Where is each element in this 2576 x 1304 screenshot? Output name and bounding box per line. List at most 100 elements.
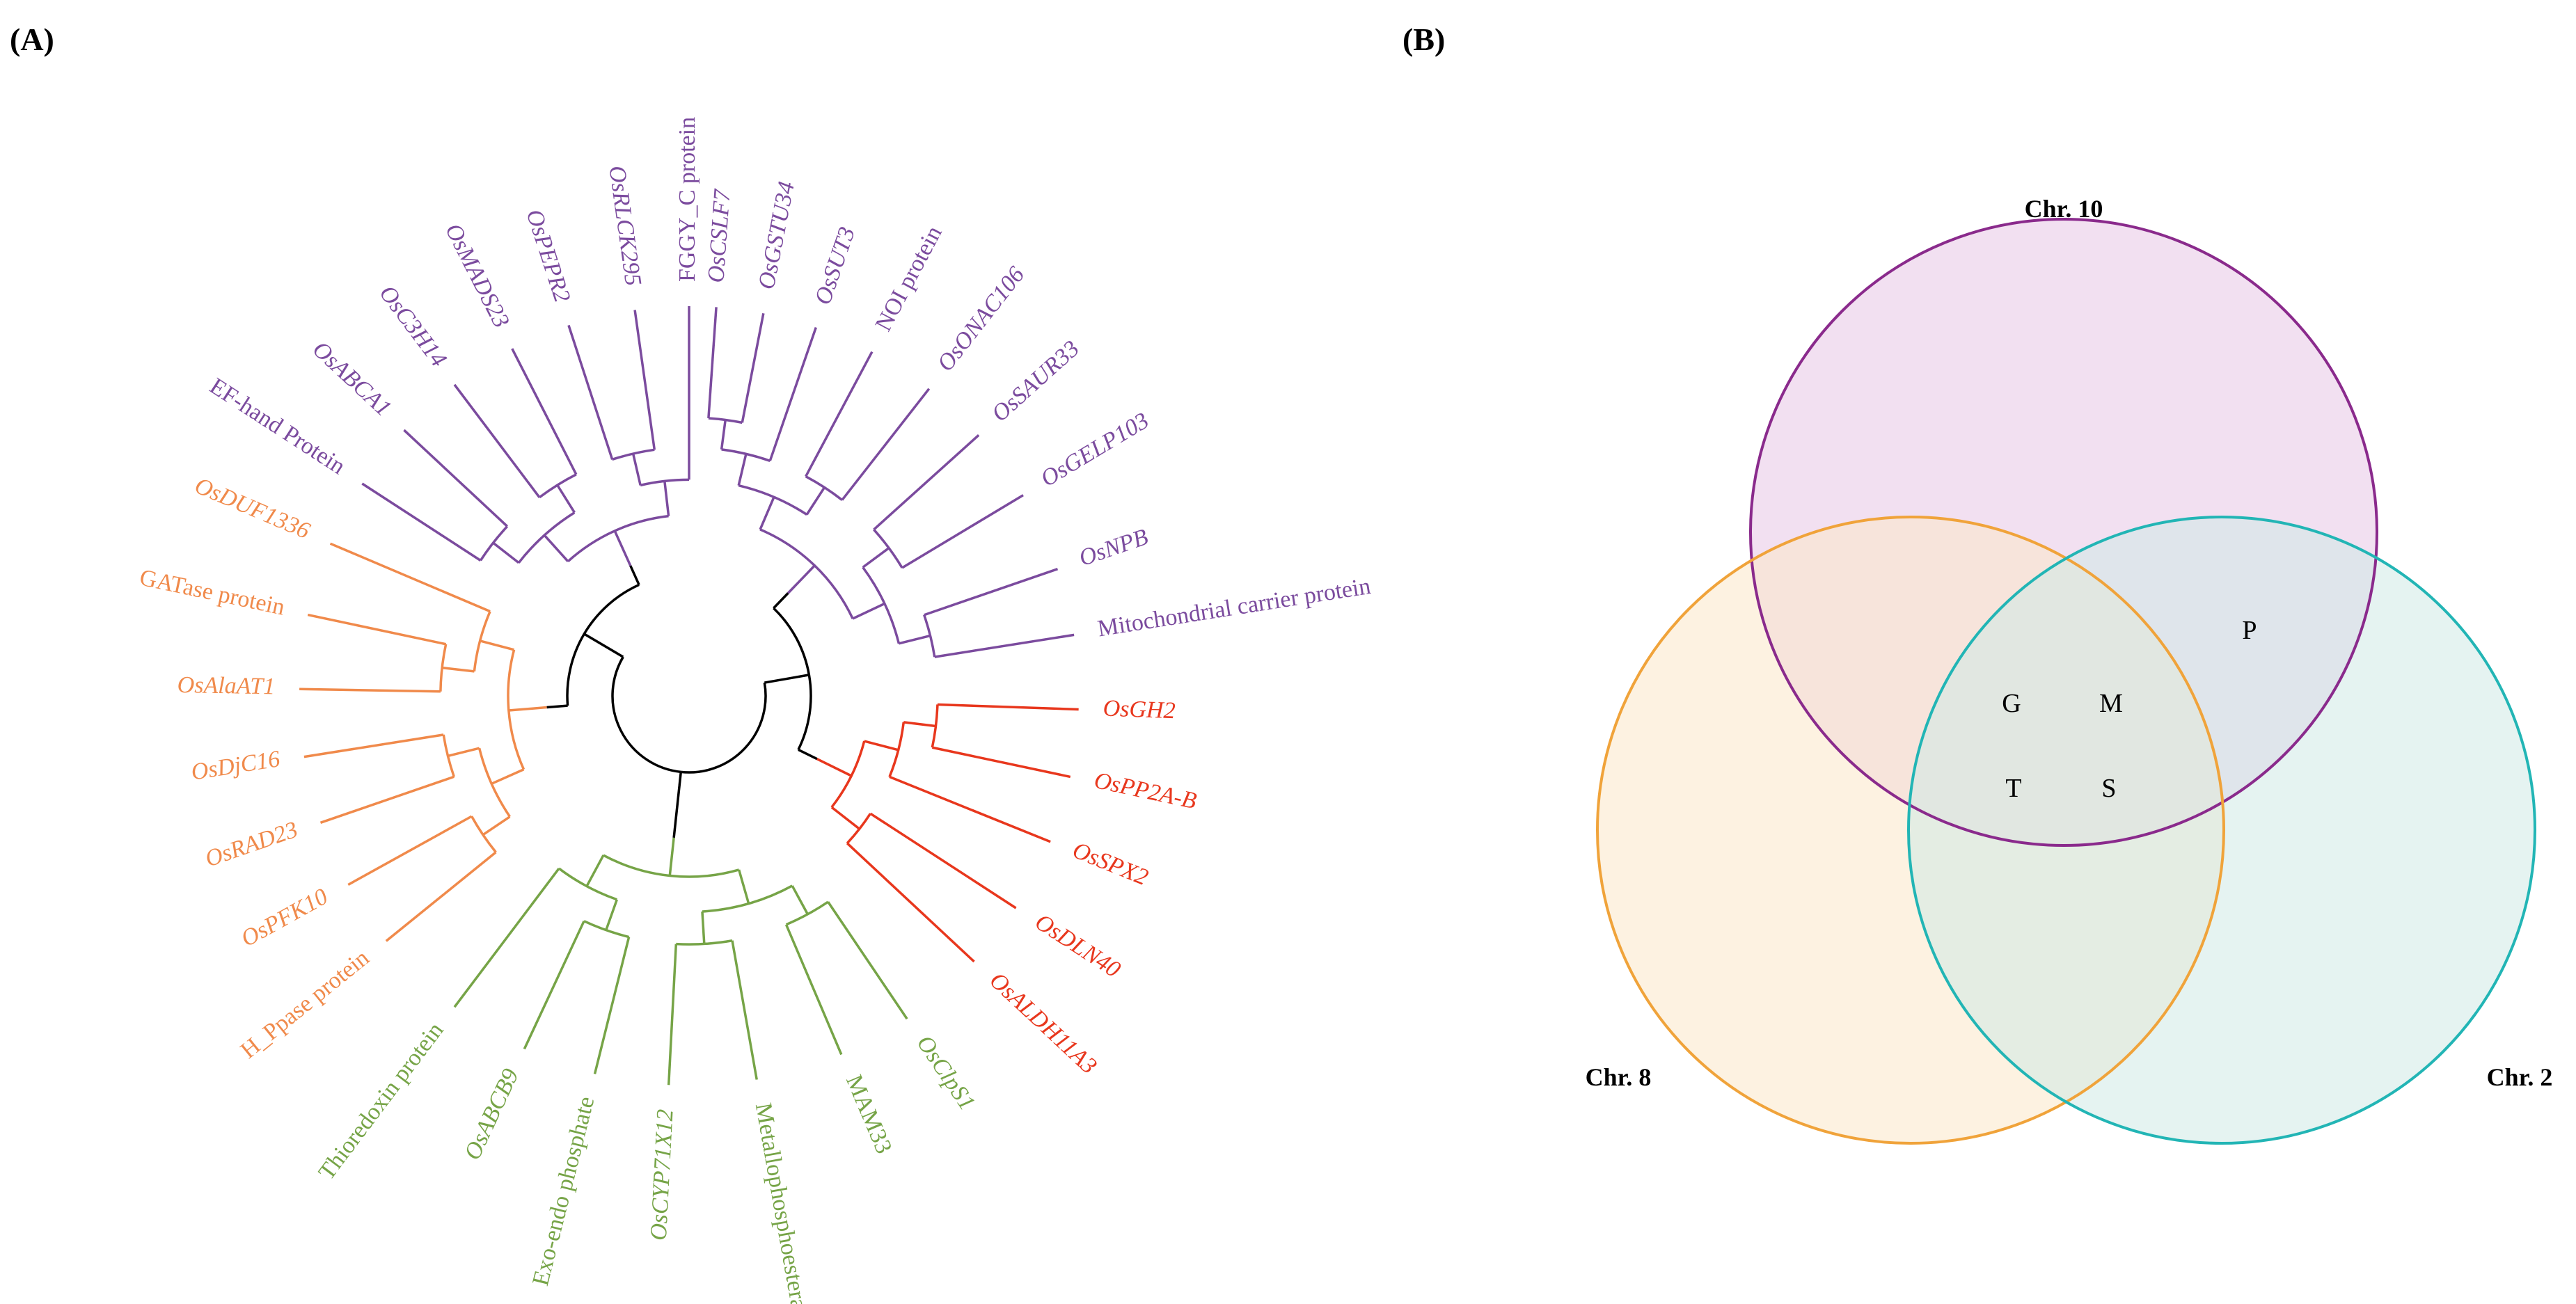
tree-branch xyxy=(873,434,980,531)
tree-leaf-label: OsSPX2 xyxy=(1069,837,1152,891)
tree-branch xyxy=(787,564,816,594)
tree-leaf-label: MAM33 xyxy=(841,1071,897,1157)
tree-branch xyxy=(731,940,758,1080)
tree-branch xyxy=(764,674,809,684)
tree-leaf-label: Metallophosphoesterase xyxy=(750,1101,815,1304)
tree-branch xyxy=(841,388,931,501)
tree-leaf-label: OsNPB xyxy=(1076,524,1152,571)
tree-branch xyxy=(667,944,678,1086)
venn-fill-chr2 xyxy=(1909,517,2535,1143)
tree-branch xyxy=(672,786,681,838)
tree-branch xyxy=(898,634,931,645)
tree-branch xyxy=(299,687,441,693)
tree-branch xyxy=(924,568,1059,617)
tree-leaf-label: OsGSTU34 xyxy=(754,180,800,292)
venn-item-all-three: G xyxy=(2002,689,2021,718)
tree-leaf-label: OsDjC16 xyxy=(189,746,282,786)
tree-branch xyxy=(830,806,860,830)
tree-branch xyxy=(453,383,541,498)
tree-branch xyxy=(931,746,1071,779)
tree-branch xyxy=(791,885,809,915)
tree-branch xyxy=(663,481,670,516)
tree-branch xyxy=(864,740,899,752)
tree-leaf-label: OsPEPR2 xyxy=(521,206,576,305)
venn-circle-chr2 xyxy=(1907,516,2536,1145)
tree-branch xyxy=(798,748,818,761)
tree-branch xyxy=(759,496,775,530)
tree-leaf-label: OsDLN40 xyxy=(1030,909,1125,983)
tree-branch xyxy=(701,911,706,944)
tree-branch xyxy=(702,884,793,913)
tree-branch xyxy=(678,772,683,786)
venn-item-all-three: S xyxy=(2101,774,2116,803)
tree-branch xyxy=(442,734,455,777)
tree-branch xyxy=(862,547,890,568)
tree-branch xyxy=(846,842,975,963)
tree-branch xyxy=(869,812,1017,909)
tree-branch xyxy=(508,706,547,712)
tree-branch xyxy=(613,530,632,566)
tree-branch xyxy=(593,937,631,1074)
tree-branch xyxy=(319,775,455,824)
tree-branch xyxy=(567,514,669,563)
tree-branch xyxy=(631,453,642,486)
venn-label-chr10: Chr. 10 xyxy=(2025,195,2103,223)
tree-leaf-label: OsDUF1336 xyxy=(191,472,313,544)
tree-branch xyxy=(903,721,936,728)
tree-branch xyxy=(303,733,444,758)
tree-branch xyxy=(347,815,473,886)
tree-leaf-label: OsSAUR33 xyxy=(987,335,1084,427)
tree-leaf-label: OsMADS23 xyxy=(440,219,514,332)
tree-branch xyxy=(720,420,727,450)
panel-a-label: (A) xyxy=(10,22,54,57)
tree-branch xyxy=(361,482,482,562)
tree-leaf-label: OsONAC106 xyxy=(933,262,1030,376)
tree-branches xyxy=(299,306,1079,1086)
tree-leaf-label: OsGELP103 xyxy=(1036,408,1153,492)
tree-branch xyxy=(482,816,511,836)
panel-b-label: (B) xyxy=(1402,22,1445,57)
tree-branch xyxy=(827,901,908,1020)
tree-branch xyxy=(491,768,525,785)
venn-item-all-three: T xyxy=(2005,774,2021,803)
venn-label-chr8: Chr. 8 xyxy=(1586,1063,1652,1091)
venn-circle-chr8 xyxy=(1596,516,2225,1145)
tree-branch xyxy=(329,542,491,613)
tree-branch xyxy=(543,534,569,562)
tree-leaf-label: FGGY_C protein xyxy=(674,117,700,282)
tree-leaf-label: OsRLCK295 xyxy=(603,164,646,287)
tree-leaf-label: OsPFK10 xyxy=(237,884,332,952)
tree-branch xyxy=(737,869,750,905)
tree-branch xyxy=(385,851,497,942)
tree-branch xyxy=(611,656,681,774)
tree-branch xyxy=(934,633,1075,658)
tree-leaf-label: OsAlaAT1 xyxy=(177,672,275,699)
tree-branch xyxy=(633,310,656,450)
tree-branch xyxy=(492,541,520,564)
tree-branch xyxy=(441,666,475,673)
tree-branch xyxy=(585,854,605,887)
tree-leaf-label: OsClpS1 xyxy=(912,1031,980,1115)
tree-branch xyxy=(307,613,447,646)
tree-leaf-label: GATase protein xyxy=(137,564,287,620)
venn-diagram: Chr. 10 Chr. 8 Chr. 2 P G M T S xyxy=(1586,195,2552,1145)
tree-branch xyxy=(523,920,585,1050)
tree-leaf-label: Thioredoxin protein xyxy=(314,1017,449,1184)
tree-leaf-label: Exo-endo phosphate xyxy=(528,1094,599,1288)
tree-leaf-label: OsPP2A-B xyxy=(1092,768,1199,814)
tree-branch xyxy=(583,633,624,658)
tree-branch xyxy=(605,899,618,931)
tree-branch xyxy=(737,453,748,486)
tree-leaf-label: OsABCA1 xyxy=(308,336,396,421)
tree-leaf-label: NOI protein xyxy=(871,222,947,335)
tree-branch xyxy=(773,592,789,610)
venn-item-chr10-chr2: P xyxy=(2242,616,2257,645)
venn-circle-chr10 xyxy=(1749,218,2378,847)
tree-leaf-label: OsSUT3 xyxy=(810,224,861,308)
tree-leaf-label: OsGH2 xyxy=(1103,696,1176,724)
tree-branch xyxy=(403,429,508,527)
tree-branch xyxy=(453,868,560,1008)
